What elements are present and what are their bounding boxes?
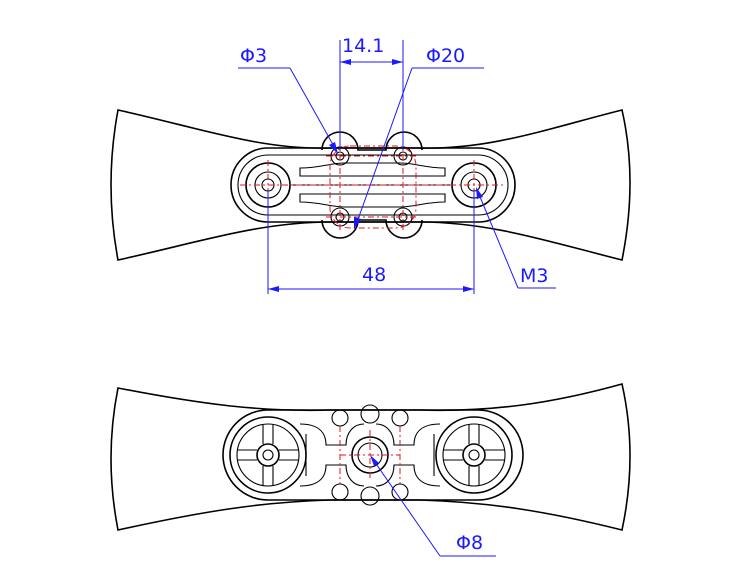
bottom-bot-lobe-center [360,486,380,506]
bottom-right-hub [462,443,486,467]
top-upper-bumps [321,131,423,151]
bottom-left-wheel-outer [229,416,307,494]
bottom-dimensions: Φ8 [370,455,496,557]
bottom-right-wheel-outer [435,416,513,494]
label-48: 48 [362,264,386,286]
leader-phi8 [371,457,441,557]
top-dimensions: Φ3 14.1 Φ20 48 M3 [238,35,556,294]
label-14-1: 14.1 [342,35,384,57]
bottom-blade-outline [110,383,631,531]
bottom-left-hub-in [262,449,274,461]
bottom-top-lobe-right [391,409,409,427]
bottom-upper-right-channel [375,423,441,446]
label-m3: M3 [520,265,548,287]
label-phi3: Φ3 [240,45,267,67]
top-upper-slot [299,162,446,177]
bottom-right-hub-in [468,449,480,461]
label-phi8: Φ8 [456,532,483,554]
bottom-lower-left-channel [299,464,365,487]
bottom-top-lobe-left [331,409,349,427]
top-lower-bumps [321,219,423,239]
leader-phi20 [355,67,413,226]
top-view [110,109,631,261]
bottom-right-wheel-ring [442,423,506,487]
leader-phi3 [289,67,337,151]
bottom-top-lobe-center [360,404,380,424]
bottom-view [110,383,631,531]
top-hub-outline [230,147,516,223]
top-pitch-circle [329,145,417,229]
label-phi20: Φ20 [426,45,465,67]
bottom-left-hub [256,443,280,467]
bottom-upper-left-channel [299,423,365,446]
bottom-left-wheel-ring [236,423,300,487]
bottom-lower-right-channel [375,464,441,487]
leader-m3 [477,191,519,289]
bottom-bot-lobe-left [331,483,349,501]
top-hub-inner-outline [237,154,509,216]
top-lower-slot [299,193,446,208]
bottom-hub-outline [222,409,524,501]
